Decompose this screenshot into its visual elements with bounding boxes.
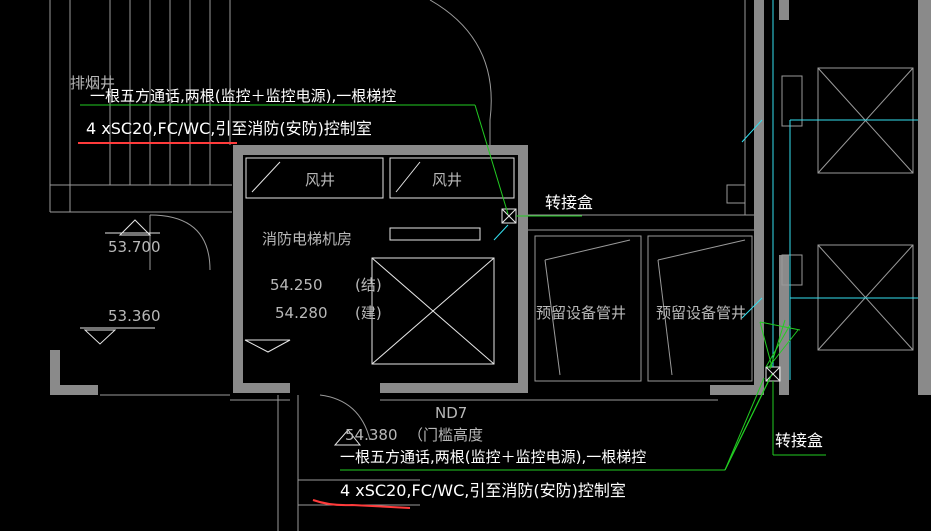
reserved-shaft-1-label: 预留设备管井 (536, 304, 626, 322)
exhaust-shaft-label: 排烟井 (70, 74, 115, 92)
junction-box-bottom-label: 转接盒 (775, 431, 823, 450)
cyan-pipes (493, 0, 918, 380)
elevation-left-upper: 53.700 (108, 238, 161, 256)
air-shaft-2-label: 风井 (432, 171, 462, 189)
green-leaders (80, 104, 826, 471)
reserved-shaft-2-label: 预留设备管井 (656, 304, 746, 322)
gray-linework (49, 0, 914, 531)
walls (50, 0, 931, 395)
elevation-architectural-tag: (建) (355, 304, 382, 322)
door-tag-label: ND7 (435, 404, 467, 422)
elevation-structural-tag: (结) (355, 276, 382, 294)
red-underline-bottom (312, 499, 411, 509)
elevation-structural: 54.250 (270, 276, 323, 294)
threshold-note-label: （门槛高度 (408, 426, 483, 444)
elevation-architectural: 54.280 (275, 304, 328, 322)
annotation-top-line2: 4 xSC20,FC/WC,引至消防(安防)控制室 (86, 119, 372, 138)
annotation-bottom-line2: 4 xSC20,FC/WC,引至消防(安防)控制室 (340, 481, 626, 500)
air-shaft-1-label: 风井 (305, 171, 335, 189)
white-linework (80, 157, 515, 446)
elevation-left-lower: 53.360 (108, 307, 161, 325)
junction-box-top-label: 转接盒 (545, 193, 593, 212)
fire-elevator-room-label: 消防电梯机房 (262, 230, 352, 248)
annotation-bottom-line1: 一根五方通话,两根(监控＋监控电源),一根梯控 (340, 448, 646, 466)
annotation-top-line1: 一根五方通话,两根(监控＋监控电源),一根梯控 (90, 87, 396, 105)
elevation-threshold: 54.380 (345, 426, 398, 444)
